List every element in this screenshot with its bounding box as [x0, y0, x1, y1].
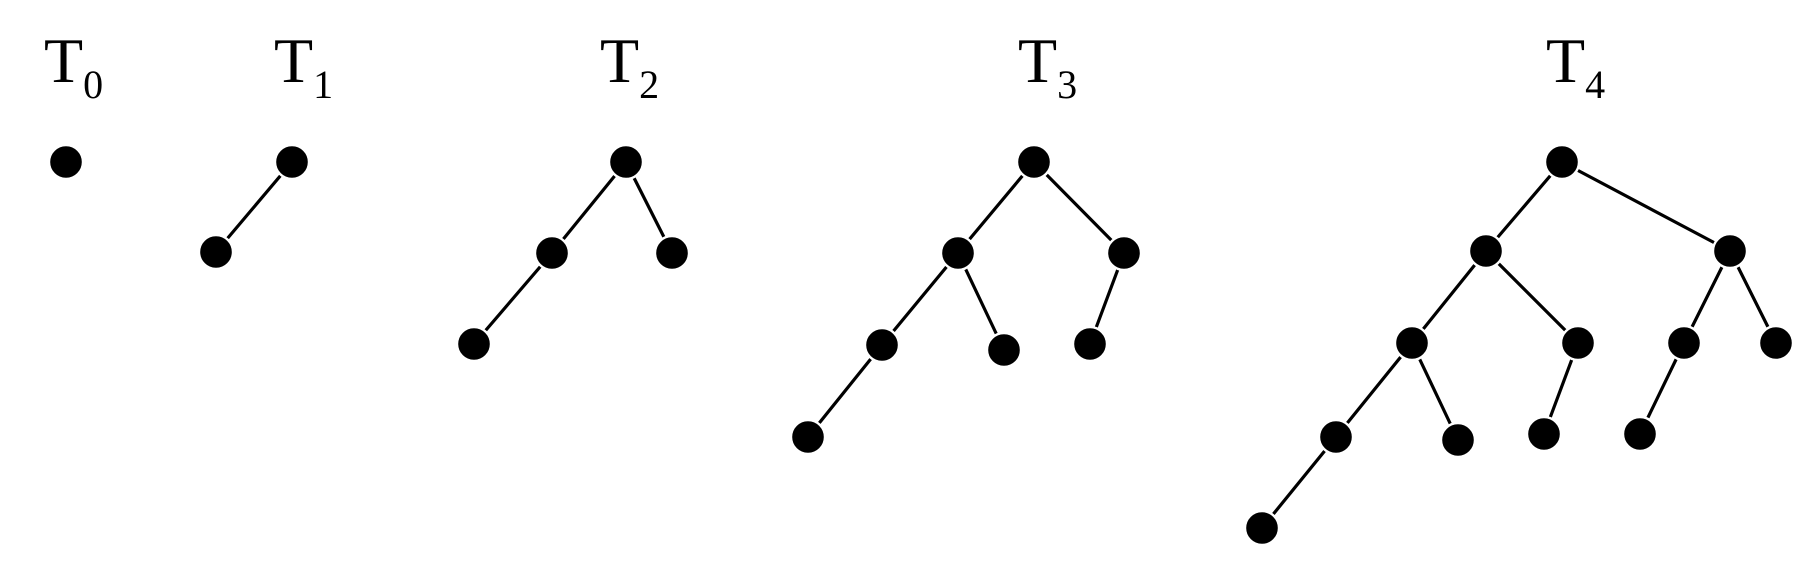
tree-t2: T2	[455, 25, 691, 363]
tree-t3-node	[1015, 143, 1053, 181]
tree-t2-edge	[472, 251, 554, 346]
tree-t2-edge	[550, 160, 628, 255]
tree-t4-node	[1467, 232, 1505, 270]
tree-t4: T4	[1243, 25, 1795, 547]
tree-t3: T3	[789, 25, 1143, 456]
tree-t1-label: T1	[274, 25, 333, 107]
tree-t4-node	[1757, 324, 1795, 362]
tree-t1-node-left	[197, 233, 235, 271]
tree-t4-node	[1665, 324, 1703, 362]
tree-t4-label: T4	[1546, 25, 1605, 107]
tree-t4-node	[1559, 324, 1597, 362]
tree-t3-label: T3	[1018, 25, 1077, 107]
tree-t0-label: T0	[44, 25, 103, 107]
tree-t4-edge	[1560, 160, 1732, 253]
tree-t4-node	[1525, 415, 1563, 453]
tree-t4-node	[1439, 421, 1477, 459]
tree-t4-node	[1317, 418, 1355, 456]
tree-t2-label-main: T	[600, 25, 639, 96]
tree-t1-edge	[214, 160, 294, 254]
tree-t0: T0	[44, 25, 103, 181]
tree-t4-edge	[1260, 435, 1338, 530]
tree-t4-label-main: T	[1546, 25, 1585, 96]
tree-t4-node	[1243, 509, 1281, 547]
tree-t3-node	[1071, 325, 1109, 363]
tree-t4-edge	[1410, 249, 1488, 345]
tree-t4-node	[1711, 232, 1749, 270]
tree-t3-node	[1105, 234, 1143, 272]
tree-t4-node	[1393, 324, 1431, 362]
tree-t2-node	[607, 143, 645, 181]
tree-t2-label: T2	[600, 25, 659, 107]
tree-t4-edge	[1484, 160, 1564, 253]
tree-t2-node	[653, 234, 691, 272]
tree-t4-edge	[1484, 249, 1580, 345]
tree-t2-node	[455, 325, 493, 363]
tree-t4-label-sub: 4	[1585, 62, 1605, 107]
tree-t0-node-root	[47, 143, 85, 181]
tree-t3-edge	[880, 251, 960, 347]
tree-t1-label-main: T	[274, 25, 313, 96]
tree-t4-node	[1543, 143, 1581, 181]
tree-t3-edge	[956, 160, 1036, 255]
tree-t3-edge	[1032, 160, 1126, 255]
tree-t3-node	[789, 418, 827, 456]
tree-t3-edge	[806, 343, 884, 439]
tree-t3-label-main: T	[1018, 25, 1057, 96]
tree-t1: T1	[197, 25, 333, 271]
tree-t3-node	[939, 234, 977, 272]
tree-t3-node	[863, 326, 901, 364]
tree-t0-label-sub: 0	[83, 62, 103, 107]
tree-t1-node-root	[273, 143, 311, 181]
tree-t3-label-sub: 3	[1057, 62, 1077, 107]
tree-t4-edge	[1334, 341, 1414, 439]
tree-t1-label-sub: 1	[313, 62, 333, 107]
tree-t2-node	[533, 234, 571, 272]
tree-t0-label-main: T	[44, 25, 83, 96]
tree-t2-label-sub: 2	[639, 62, 659, 107]
tree-t3-node	[985, 331, 1023, 369]
tree-t4-node	[1621, 415, 1659, 453]
